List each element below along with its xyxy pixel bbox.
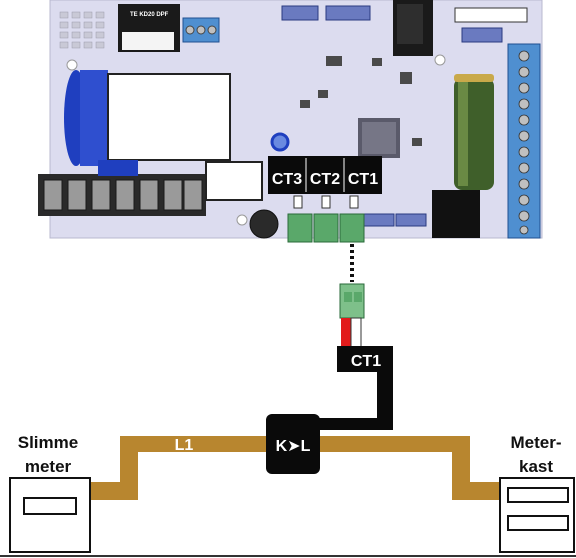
wire-red [341,318,351,348]
ct-label-ct2: CT2 [310,171,340,188]
meter-cabinet-label-line1: Meter- [510,433,561,452]
ct-clamp: K➤L [266,414,320,474]
smart-meter: Slimme meter [9,433,91,553]
meter-cabinet-slot-bottom [507,515,569,531]
left-terminal-block [38,160,206,216]
ic-chip [358,118,400,158]
black-box [432,190,480,238]
smart-meter-label-line1: Slimme [18,433,78,452]
transformer [64,70,231,166]
ct-cable-black [308,346,393,430]
main-line: L1 [90,436,500,500]
ct-label-ct1: CT1 [348,171,378,188]
small-ics [300,56,422,146]
ct-cable: CT1 [308,244,393,430]
relay: TE KD20 DPF [118,4,180,52]
ct-terminals-green [287,213,365,243]
meter-cabinet: Meter- kast [499,433,575,553]
meter-cabinet-label-line2: kast [519,457,553,476]
line-l1-label: L1 [175,437,194,454]
meter-cabinet-slot-top [507,487,569,503]
line-l1 [90,436,500,500]
mount-hole [66,59,78,71]
white-component [205,161,263,201]
ct-label-ct3: CT3 [272,171,302,188]
smart-meter-label-line2: meter [25,457,72,476]
mount-hole [434,54,446,66]
mount-hole [236,214,248,226]
pcb-board: TE KD20 DPF [38,0,543,243]
header-connectors-bottom [363,213,427,227]
ct-plug [339,283,365,319]
capacitor [454,74,494,190]
wire-white [350,317,362,349]
relay-text: TE KD20 DPF [130,12,169,18]
buzzer [249,209,279,239]
black-module [393,0,433,56]
clamp-direction-label: K➤L [276,438,311,455]
smd-component-grid [59,11,105,49]
blue-terminal-top [182,17,220,43]
header-connectors-top [281,5,528,43]
ring-component [270,132,290,152]
cable-ct-label: CT1 [351,353,381,370]
ct-header: CT3 CT2 CT1 [268,156,382,209]
right-terminal-strip [507,43,541,239]
smart-meter-display [23,497,77,515]
